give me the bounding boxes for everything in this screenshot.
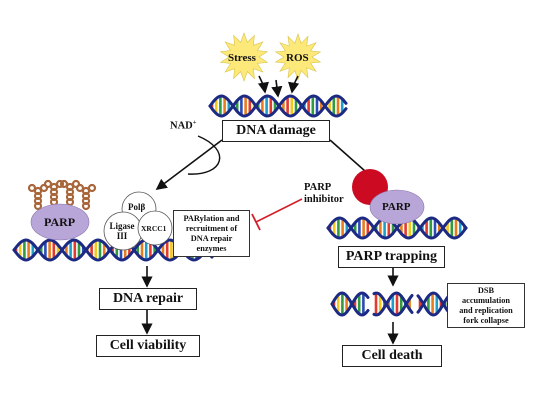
- inhibition-line: [255, 198, 303, 223]
- ligase-line2: III: [116, 231, 128, 241]
- ligase-line1: Ligase: [109, 221, 135, 231]
- nad-superscript: +: [192, 119, 197, 126]
- inhibition-bar: [251, 213, 261, 231]
- parp-inhibitor-label: PARP inhibitor: [304, 182, 344, 206]
- parp-inhibitor-line1: PARP: [304, 182, 332, 193]
- dna-damage-box: DNA damage: [222, 120, 330, 142]
- note-line: DNA repair: [190, 233, 233, 243]
- par-bead: [71, 179, 81, 189]
- note-line: accumulation: [462, 295, 510, 305]
- note-line: and replication: [459, 305, 513, 315]
- par-bead: [39, 183, 49, 193]
- par-bead: [75, 183, 85, 193]
- par-bead: [33, 201, 43, 211]
- xrcc1-label: XRCC1: [141, 224, 167, 233]
- dna-helix-top: [208, 94, 348, 118]
- dna-backbone: [330, 291, 370, 317]
- par-bead: [55, 179, 65, 189]
- damage-to-repair-arrow: [155, 139, 223, 191]
- parp-right-label: PARP: [382, 201, 411, 213]
- parp-protein-left: [30, 203, 90, 241]
- ros-arrow: [288, 75, 300, 94]
- note-line: PARylation and: [183, 213, 240, 223]
- dna-helix-right: [326, 216, 468, 240]
- cell-death-box: Cell death: [342, 345, 442, 367]
- ros-starburst: [274, 33, 322, 81]
- par-bead: [81, 201, 91, 211]
- ros-label: ROS: [286, 52, 309, 64]
- par-bead: [43, 179, 53, 189]
- dna-repair-box: DNA repair: [99, 288, 197, 310]
- parp-trapping-box: PARP trapping: [338, 246, 445, 268]
- parp-inhibitor-line2: inhibitor: [304, 194, 344, 205]
- dna-broken-fragments: [330, 291, 450, 317]
- cell-viability-box: Cell viability: [96, 335, 200, 357]
- note-line: enzymes: [196, 243, 227, 253]
- dna-backbone: [416, 294, 450, 317]
- dna-backbone: [208, 94, 348, 118]
- note-line: DSB: [477, 285, 495, 295]
- stimuli-to-dna-arrow: [271, 79, 283, 98]
- par-bead: [65, 197, 75, 207]
- par-bead: [27, 183, 37, 193]
- par-bead: [59, 179, 69, 189]
- par-chains: [27, 179, 97, 211]
- dna-backbone: [330, 291, 370, 317]
- polb-label: Polβ: [128, 202, 146, 212]
- dna-backbone: [372, 291, 414, 317]
- note-line: recruitment of: [185, 223, 238, 233]
- note-line: fork collapse: [463, 315, 509, 325]
- nad-curved-arrow: [187, 135, 221, 175]
- ligase-label: Ligase III: [106, 221, 138, 241]
- parp-protein-right: [369, 189, 425, 225]
- parp-left-label: PARP: [44, 215, 76, 229]
- nad-text: NAD: [170, 120, 193, 132]
- par-bead: [87, 183, 97, 193]
- stress-label: Stress: [228, 52, 256, 64]
- nad-label: NAD+: [170, 119, 196, 132]
- dna-backbone: [326, 216, 468, 240]
- xrcc1-enzyme: [137, 210, 173, 246]
- stress-arrow: [257, 75, 269, 94]
- stress-starburst: [219, 32, 269, 82]
